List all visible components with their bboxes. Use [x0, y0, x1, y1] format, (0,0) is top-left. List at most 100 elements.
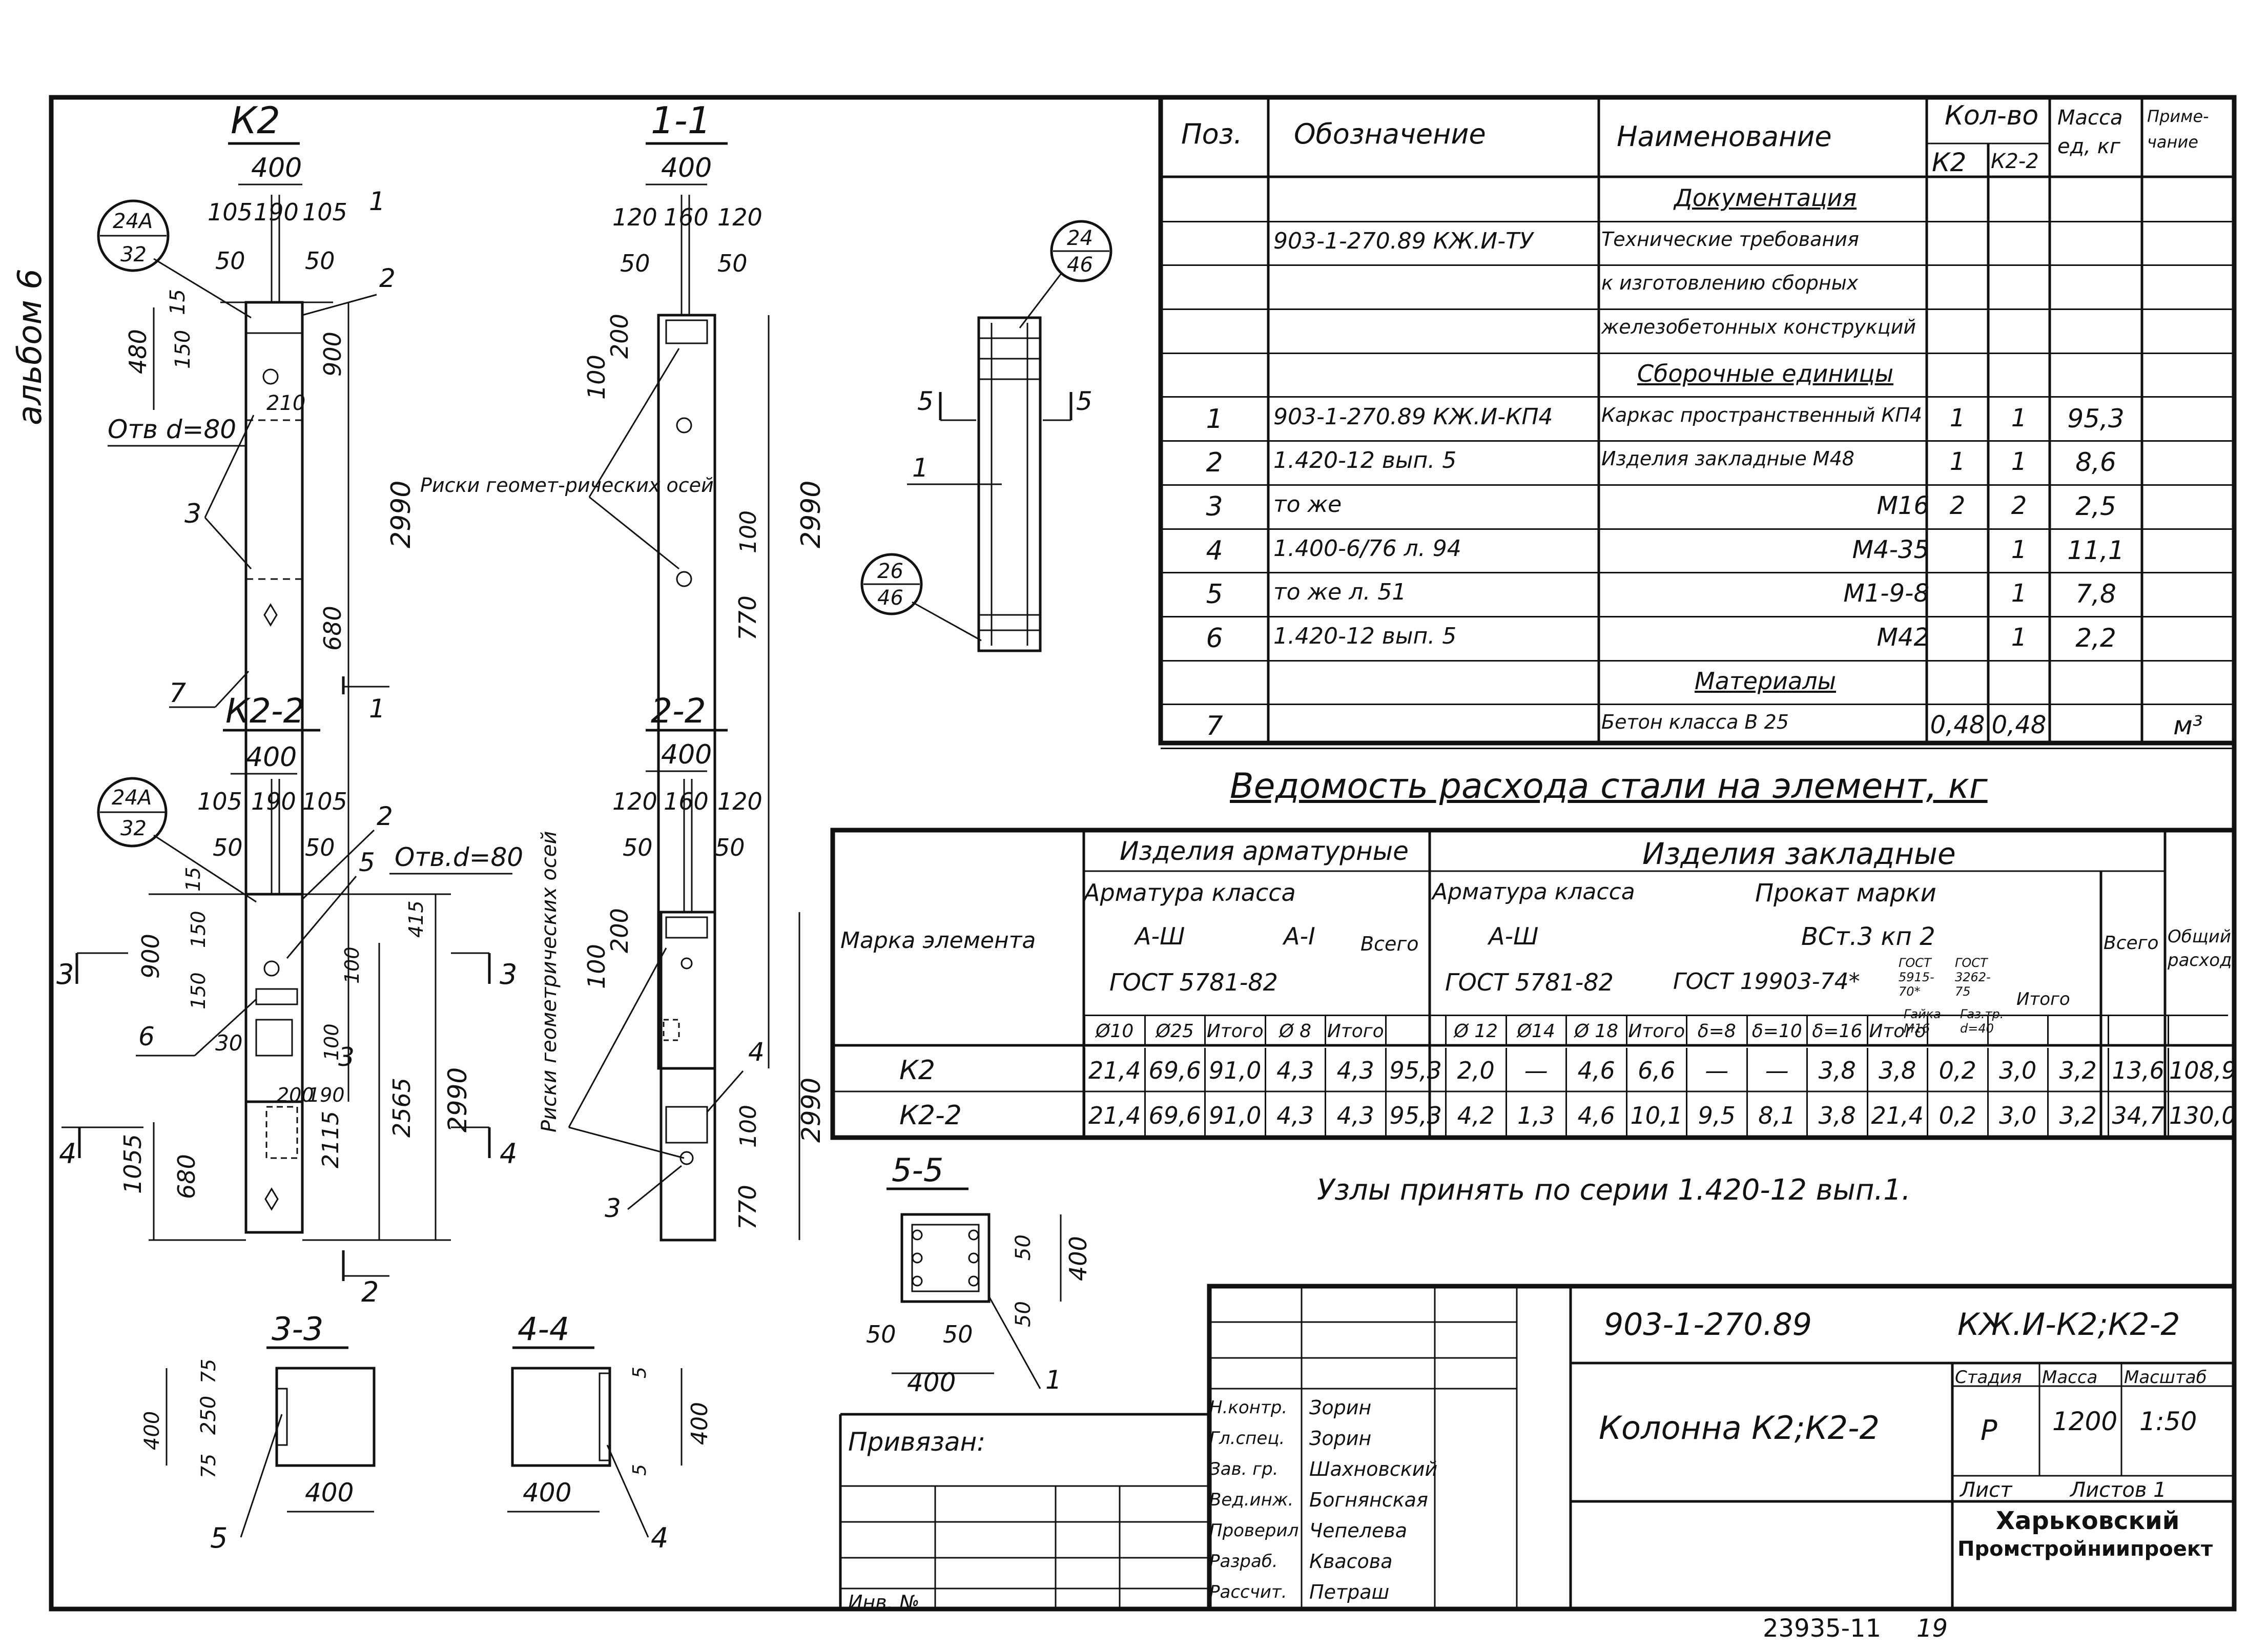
s11-side-r: 50	[717, 250, 748, 277]
k2-callout-bot: 32	[120, 243, 147, 266]
spec-cell-name: Технические требования	[1601, 228, 1859, 251]
steel-h-arm-class: Арматура класса	[1084, 879, 1296, 906]
steel-row-mark: К2-2	[899, 1100, 962, 1131]
k22-callout-top: 24А	[112, 786, 152, 810]
detail-mark-5l: 5	[917, 386, 934, 416]
steel-cell: 95,3	[1385, 1093, 1446, 1138]
k22-callout-bot: 32	[120, 817, 147, 840]
k22-sec-3r: 3	[500, 958, 517, 991]
tb-person-row: Н.контр.Зорин	[1209, 1391, 1445, 1422]
s44-title: 4-4	[518, 1310, 569, 1348]
tb-project: 903-1-270.89	[1604, 1307, 1812, 1343]
k2-mark-3: 3	[184, 499, 201, 529]
steel-cell: 4,2	[1445, 1093, 1506, 1138]
s11-dim-c: 120	[717, 203, 762, 231]
k22-side-l: 50	[213, 834, 243, 861]
view-s55: 5-5 50 400 50 50 50 400 1	[866, 1151, 1092, 1397]
steel-col-header: Ø 8	[1264, 1015, 1325, 1045]
k22-dim-c: 105	[302, 788, 347, 815]
tb-scale: 1:50	[2139, 1407, 2197, 1436]
s22-note: Риски геометрических осей	[538, 831, 561, 1132]
steel-cell: 21,4	[1866, 1093, 1927, 1138]
spec-cell-qty-k22: 2	[2011, 491, 2027, 520]
spec-cell-mass: 11,1	[2067, 535, 2125, 565]
k22-dim-b: 190	[251, 788, 296, 815]
steel-col-header: Итого	[1204, 1015, 1265, 1045]
spec-cell-pos: 1	[1206, 403, 1223, 435]
view-s22: 2-2 400 120 160 120 50 50 200 100 100 77…	[538, 691, 826, 1242]
steel-cell: 4,3	[1325, 1048, 1385, 1093]
k2-dim-900: 900	[319, 332, 346, 377]
k2-dim-680: 680	[319, 606, 346, 651]
tb-person-name: Богнянская	[1309, 1489, 1428, 1511]
s22-title: 2-2	[651, 691, 706, 731]
steel-cell: 3,2	[2047, 1093, 2108, 1138]
spec-cell-mass: 95,3	[2067, 403, 2125, 434]
k2-dim-b: 190	[254, 198, 299, 226]
tb-sheets-h: Листов 1	[2070, 1478, 2167, 1502]
k22-sec-4r: 4	[500, 1138, 517, 1170]
steel-cell: 3,8	[1806, 1048, 1867, 1093]
k22-dim-415: 415	[405, 900, 427, 938]
general-note: Узлы принять по серии 1.420-12 вып.1.	[1317, 1173, 1911, 1207]
k2-hole-dim: 210	[266, 391, 305, 415]
tb-stage: Р	[1981, 1414, 1997, 1447]
s11-dim-b: 160	[664, 203, 709, 231]
doc-code: 23935-11	[1763, 1614, 1882, 1643]
s55-dim-50h1: 50	[866, 1321, 896, 1348]
steel-cell: 69,6	[1144, 1048, 1205, 1093]
spec-row: 903-1-270.89 КЖ.И-ТУ Технические требован…	[1161, 221, 2234, 266]
k2-side-l: 50	[215, 247, 245, 275]
k2-mark-2: 2	[379, 263, 396, 293]
tb-person-name: Петраш	[1309, 1581, 1390, 1603]
spec-h-qty: Кол-во	[1945, 100, 2039, 131]
s55-title: 5-5	[892, 1151, 943, 1189]
s11-dim-100: 100	[583, 355, 610, 400]
steel-cell: 130,0	[2168, 1093, 2237, 1138]
spec-cell-mass: 8,6	[2075, 447, 2116, 478]
spec-cell-pos: 6	[1206, 623, 1223, 654]
steel-col-header: Ø 18	[1565, 1015, 1626, 1045]
spec-cell-mass: 2,5	[2075, 491, 2116, 521]
steel-h-a1: А-I	[1284, 922, 1315, 950]
spec-cell-pos: 7	[1206, 711, 1223, 742]
k2-side-r: 50	[305, 247, 335, 275]
spec-cell-qty-k2: 1	[1949, 403, 1966, 432]
detail-callout1-top: 24	[1067, 226, 1093, 250]
spec-table: Поз. Обозначение Наименование Кол-во К2 …	[1161, 97, 2234, 750]
k2-width: 400	[251, 153, 302, 183]
tb-stage-h: Стадия	[1955, 1367, 2022, 1388]
steel-col-header: Итого	[1625, 1015, 1686, 1045]
steel-col-header: Итого	[1325, 1015, 1385, 1045]
spec-cell-designation: 903-1-270.89 КЖ.И-ТУ	[1273, 228, 1533, 254]
tb-person-row: Разраб.Квасова	[1209, 1545, 1445, 1576]
tb-title: Колонна К2;К2-2	[1599, 1409, 1880, 1447]
s33-title: 3-3	[272, 1310, 323, 1348]
spec-cell-qty-k22: 1	[2011, 535, 2027, 564]
k22-side-r: 50	[305, 834, 335, 861]
tb-person-row: Рассчит.Петраш	[1209, 1576, 1445, 1606]
s11-width: 400	[661, 153, 712, 183]
s11-dim-100b: 100	[735, 510, 761, 553]
k22-dim-2115: 2115	[318, 1111, 344, 1168]
detail-callout2-bot: 46	[877, 586, 903, 610]
s22-dim-2990: 2990	[796, 1078, 826, 1143]
spec-cell-pos: 3	[1206, 491, 1223, 522]
steel-cell: 3,0	[1987, 1048, 2048, 1093]
steel-cell: 91,0	[1204, 1093, 1265, 1138]
steel-col-header: Итого	[1866, 1015, 1927, 1045]
steel-cell: 21,4	[1084, 1093, 1144, 1138]
spec-row: Сборочные единицы	[1161, 353, 2234, 398]
spec-cell-name: М1-9-8	[1843, 579, 1929, 608]
s11-side-l: 50	[620, 250, 650, 277]
steel-cell: 3,0	[1987, 1093, 2048, 1138]
s44-dim-400h: 400	[523, 1478, 571, 1508]
s55-mark: 1	[1045, 1365, 1062, 1395]
detail-callout1-bot: 46	[1067, 253, 1093, 277]
k22-dim-a: 105	[197, 788, 242, 815]
spec-cell-name: М16	[1877, 491, 1930, 520]
steel-h-mark: Марка элемента	[840, 927, 1036, 954]
